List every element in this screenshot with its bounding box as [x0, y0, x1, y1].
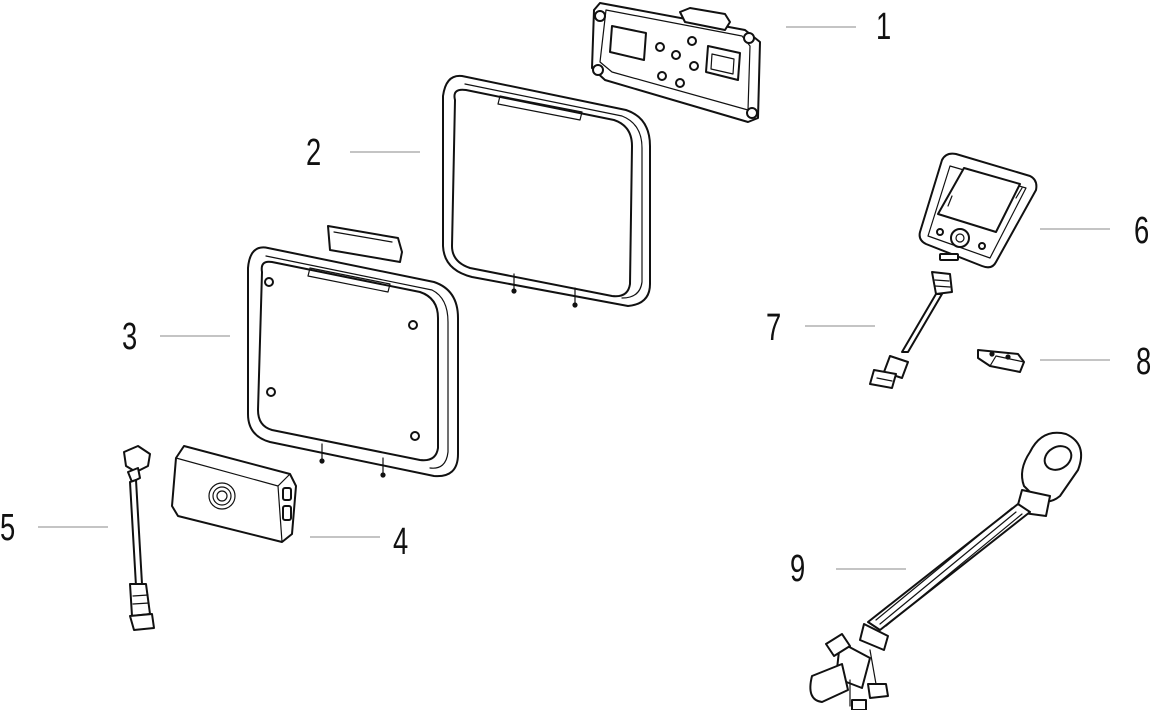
tow-bar-assembly	[809, 431, 1082, 710]
callout-2: 2	[306, 132, 322, 174]
callout-6: 6	[1134, 210, 1150, 252]
callout-1: 1	[876, 6, 892, 48]
leader-lines	[38, 26, 1110, 570]
callout-9: 9	[790, 548, 806, 590]
rear-panel	[442, 74, 651, 308]
callout-7: 7	[766, 307, 782, 349]
handheld-display	[918, 152, 1038, 269]
speaker-module	[171, 445, 297, 543]
small-clip	[977, 349, 1025, 373]
sensor-cable	[123, 445, 155, 631]
callout-4: 4	[393, 521, 409, 563]
callout-3: 3	[122, 316, 138, 358]
callout-5: 5	[0, 507, 16, 549]
callout-8: 8	[1136, 341, 1152, 383]
mounting-bracket-plate	[591, 2, 761, 123]
front-cover	[247, 225, 459, 478]
interface-cable	[869, 271, 953, 389]
